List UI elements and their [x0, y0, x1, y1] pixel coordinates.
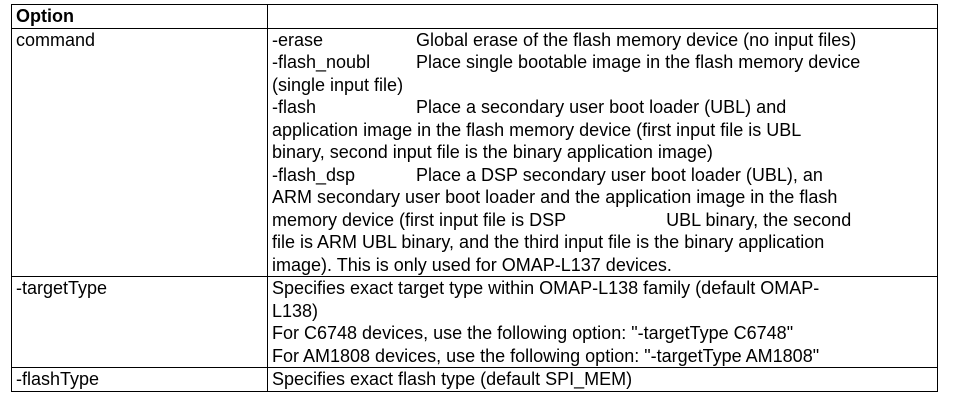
command-flag: -flash	[272, 97, 317, 117]
description-line: -flash Place a secondary user boot loader…	[272, 96, 933, 119]
description-line: For AM1808 devices, use the following op…	[272, 345, 820, 366]
description-line: For C6748 devices, use the following opt…	[272, 323, 794, 343]
description-line: memory device (first input file is DSP UB…	[272, 209, 933, 232]
command-flag: -erase	[272, 29, 324, 50]
command-text: Place a secondary user boot loader (UBL)…	[416, 97, 787, 117]
description-line: -flash_dsp Place a DSP secondary user boo…	[272, 164, 933, 187]
option-description: Specifies exact target type within OMAP-…	[267, 276, 938, 368]
description-line: ARM secondary user boot loader and the a…	[272, 187, 838, 207]
command-text: UBL binary, the second	[666, 209, 852, 230]
description-line: Specifies exact target type within OMAP-…	[272, 278, 820, 298]
header-description	[267, 4, 938, 29]
header-row: Option	[11, 4, 938, 29]
command-text: Global erase of the flash memory device …	[416, 29, 857, 50]
description-line: L138)	[272, 300, 319, 321]
command-flag: -flash_dsp	[272, 164, 356, 185]
description-line: application image in the flash memory de…	[272, 119, 802, 140]
description-line: file is ARM UBL binary, and the third in…	[272, 232, 825, 252]
option-name: -targetType	[11, 276, 268, 368]
table-row: command -erase Global erase of the flash …	[11, 27, 938, 277]
description-line: -erase Global erase of the flash memory d…	[272, 29, 933, 52]
option-name: -flashType	[11, 367, 268, 392]
command-flag: -flash_noubl	[272, 52, 371, 72]
description-line: Specifies exact flash type (default SPI_…	[272, 369, 633, 389]
header-option: Option	[11, 4, 268, 29]
description-line: -flash_noubl Place single bootable image …	[272, 51, 933, 74]
table-row: -flashType Specifies exact flash type (d…	[11, 367, 938, 392]
description-line: (single input file)	[272, 74, 404, 95]
description-line: image). This is only used for OMAP-L137 …	[272, 254, 672, 275]
option-name: command	[11, 27, 268, 277]
command-text: memory device (first input file is DSP	[272, 209, 567, 230]
command-text: Place single bootable image in the flash…	[416, 52, 861, 72]
command-text: Place a DSP secondary user boot loader (…	[416, 164, 823, 185]
option-description: -erase Global erase of the flash memory d…	[267, 27, 938, 277]
description-line: binary, second input file is the binary …	[272, 142, 713, 162]
options-table: Option command -erase Global erase of the…	[11, 4, 938, 392]
option-description: Specifies exact flash type (default SPI_…	[267, 367, 938, 392]
table-row: -targetType Specifies exact target type …	[11, 276, 938, 368]
